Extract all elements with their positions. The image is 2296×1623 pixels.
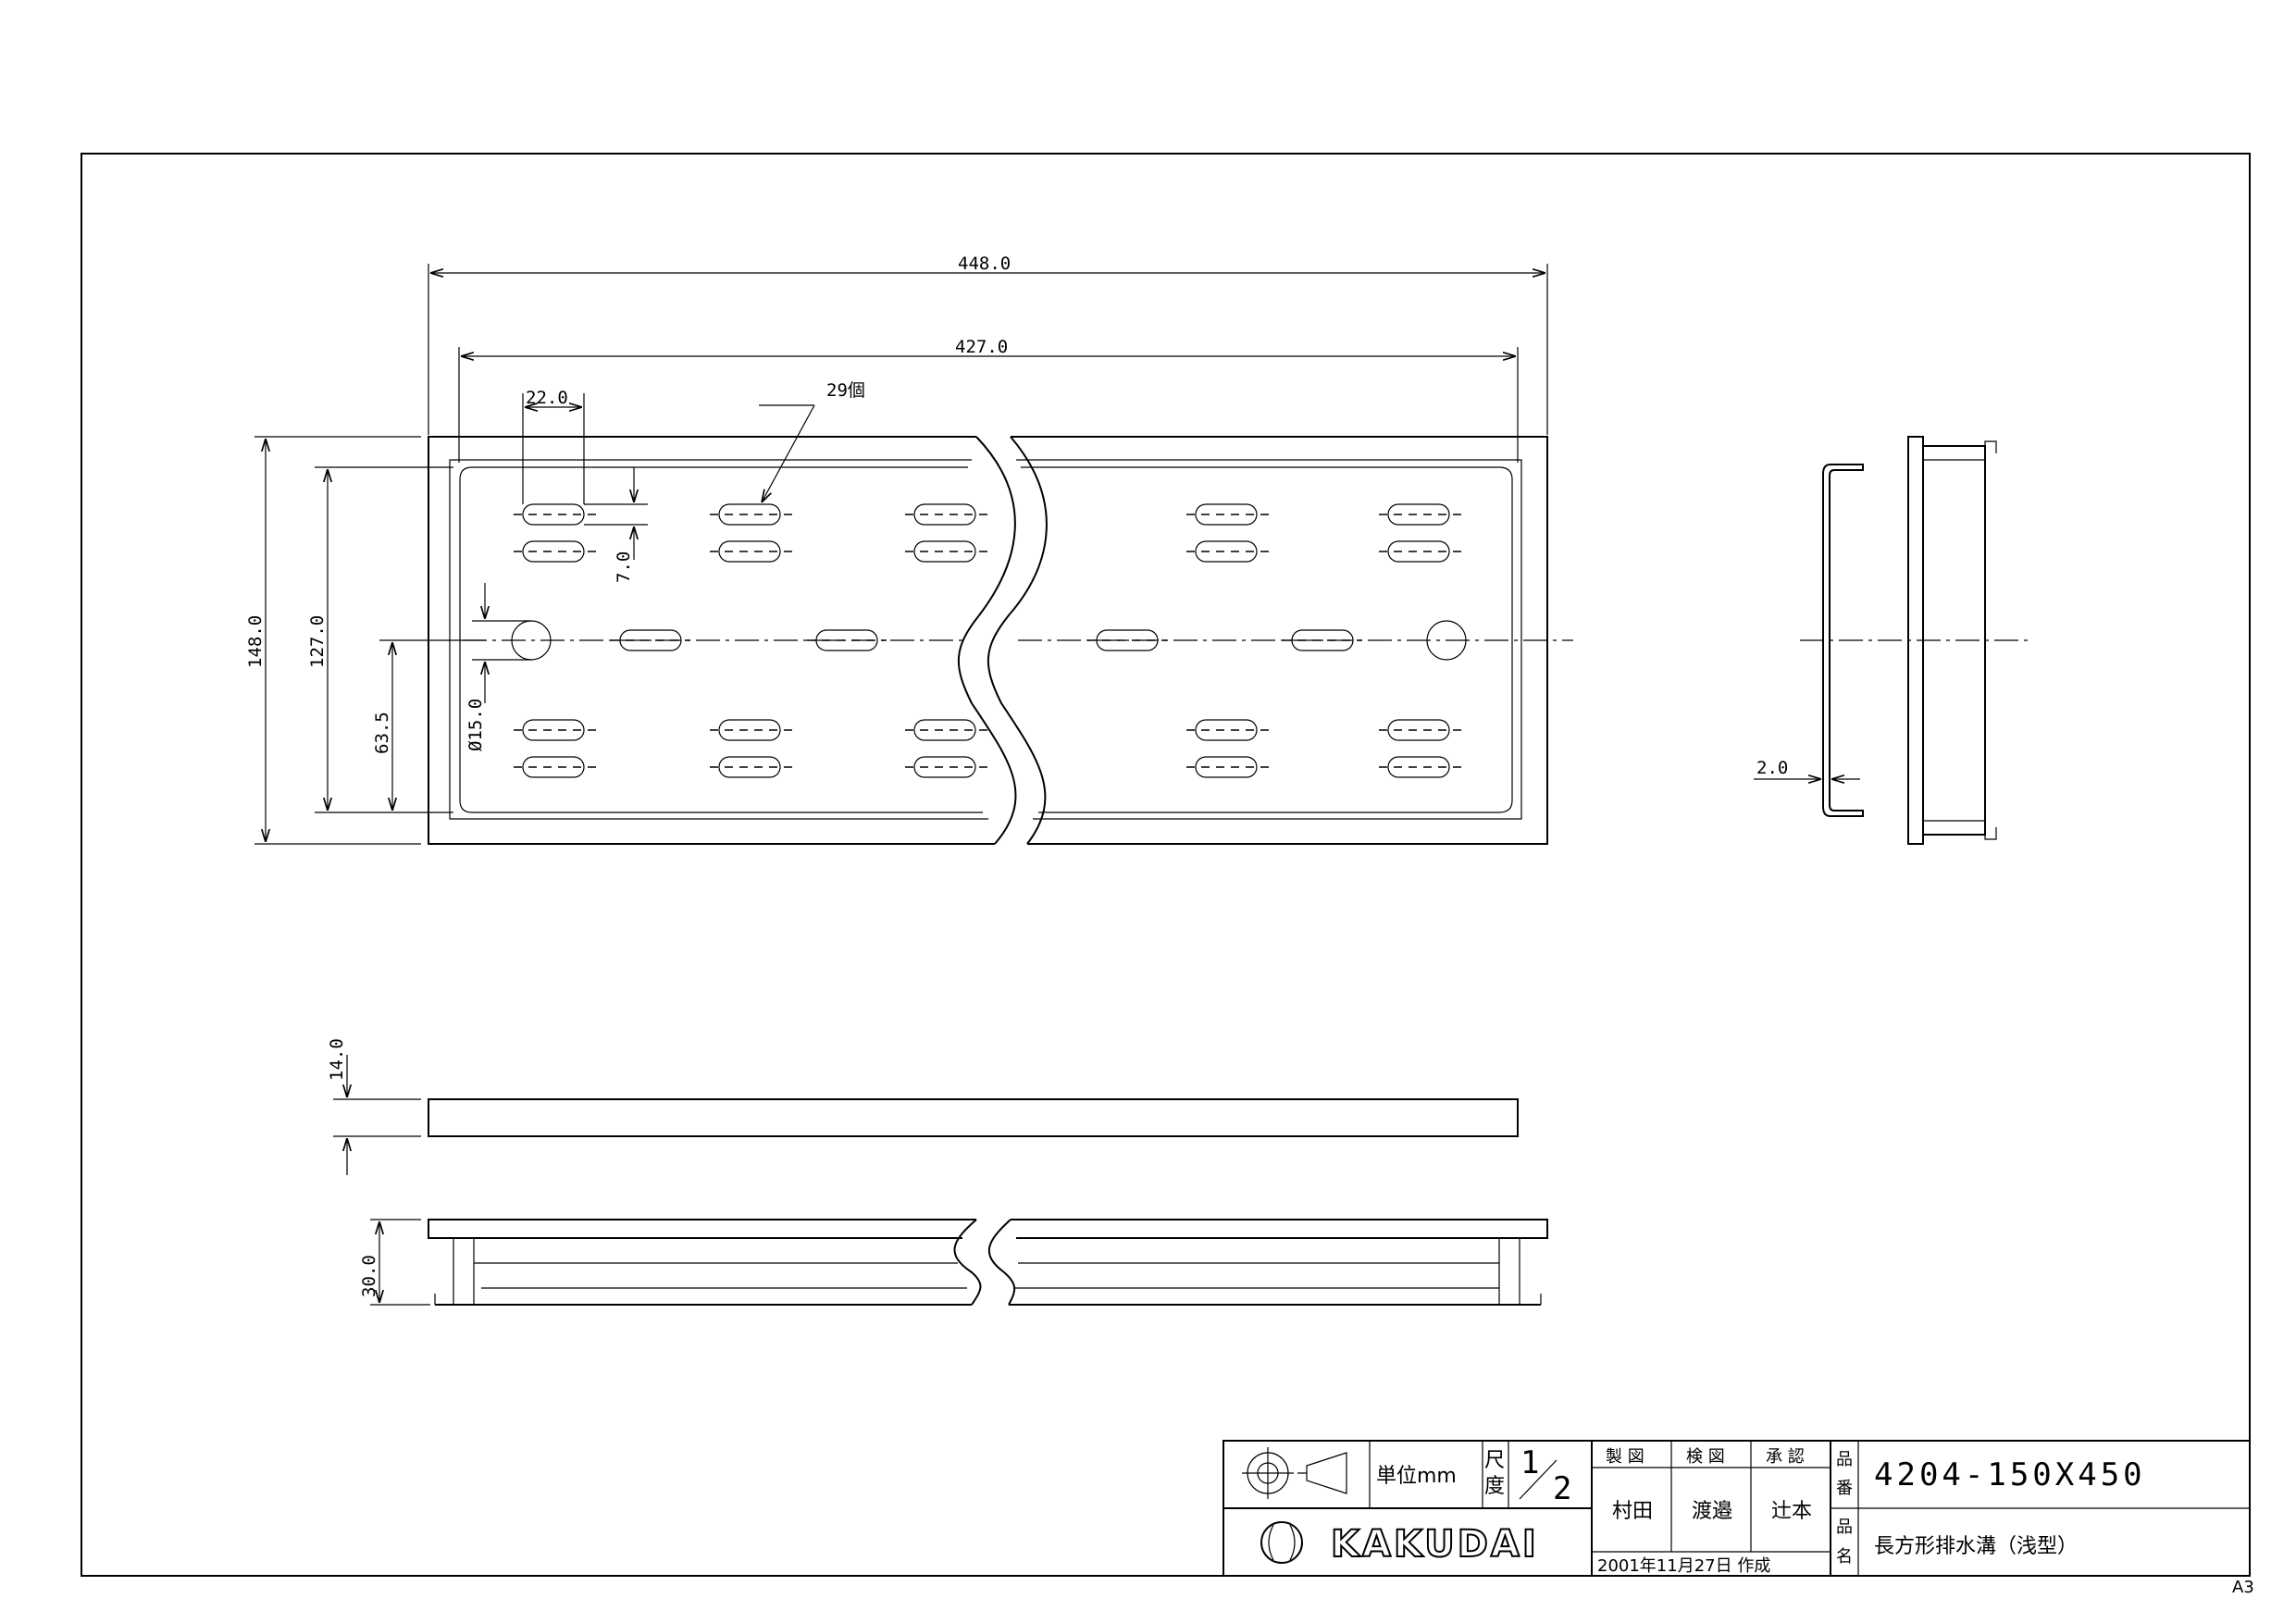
- part-name: 長方形排水溝（浅型）: [1874, 1535, 2078, 1558]
- scale-label-1: 尺: [1484, 1449, 1505, 1472]
- part-number: 4204-150X450: [1874, 1456, 2146, 1493]
- checked-label: 検 図: [1686, 1447, 1725, 1467]
- front-view-frame: 30.0: [359, 1219, 1548, 1306]
- dim-slot-length: 22.0: [526, 388, 568, 408]
- part-name-label-1: 品: [1836, 1518, 1853, 1537]
- dim-half-width: 63.5: [372, 712, 392, 754]
- dim-plate-thickness: 14.0: [327, 1038, 347, 1081]
- dim-frame-height: 30.0: [359, 1255, 379, 1297]
- part-no-label-1: 品: [1836, 1450, 1853, 1469]
- scale-numerator: 1: [1520, 1444, 1543, 1481]
- part-name-label-2: 名: [1836, 1547, 1853, 1567]
- part-no-label-2: 番: [1836, 1479, 1853, 1498]
- sheet-size-label: A3: [2232, 1578, 2254, 1597]
- round-hole-right: [1426, 620, 1467, 661]
- projection-symbol-icon: [1242, 1447, 1347, 1499]
- top-view: 448.0 427.0 22.0 29個 7.0 148.0 127.0: [245, 254, 2031, 845]
- title-block: 単位mm 尺 度 1 2 KAKUDAI 製 図 検 図 承 認 村田 渡邉 辻…: [1222, 1440, 2251, 1577]
- dim-lip-thickness: 2.0: [1756, 758, 1788, 778]
- sheet-border: [81, 153, 2251, 1577]
- dim-inner-width: 127.0: [307, 615, 328, 668]
- dim-slot-width: 7.0: [614, 551, 634, 583]
- hole-count-label: 29個: [826, 380, 865, 401]
- slot-holes: [514, 503, 1462, 778]
- side-profile: 2.0: [1754, 436, 1997, 845]
- approved-label: 承 認: [1766, 1447, 1805, 1467]
- drawn-by: 村田: [1612, 1500, 1653, 1523]
- approved-by: 辻本: [1771, 1500, 1812, 1523]
- creation-date: 2001年11月27日 作成: [1597, 1556, 1770, 1576]
- scale-denominator: 2: [1553, 1470, 1575, 1507]
- checked-by: 渡邉: [1692, 1500, 1732, 1523]
- dim-inner-length: 427.0: [955, 337, 1008, 357]
- kakudai-logo: KAKUDAI: [1260, 1521, 1539, 1567]
- dim-hole-diameter: Ø15.0: [465, 699, 486, 751]
- unit-label: 単位mm: [1376, 1465, 1457, 1488]
- drawn-label: 製 図: [1606, 1447, 1644, 1467]
- scale-label-2: 度: [1484, 1475, 1505, 1498]
- svg-text:KAKUDAI: KAKUDAI: [1331, 1523, 1539, 1566]
- front-view-plate: 14.0: [327, 1038, 1519, 1175]
- dim-overall-length: 448.0: [958, 254, 1011, 274]
- dim-overall-width: 148.0: [245, 615, 266, 668]
